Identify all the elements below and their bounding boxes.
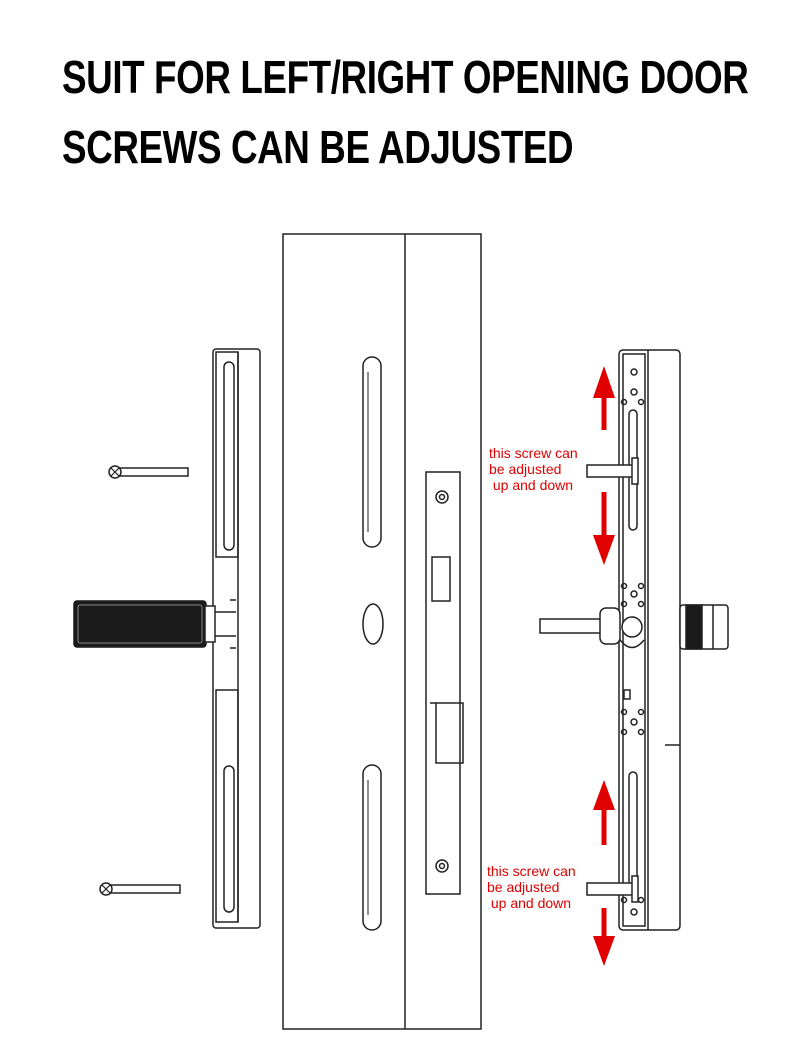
outer-handle-plate (73, 348, 261, 929)
annotation-lower-line3: up and down (487, 895, 571, 911)
door-panel (282, 233, 482, 1030)
screw-icon (99, 882, 181, 896)
outer-lever (73, 600, 207, 648)
annotation-upper: this screw can be adjusted up and down (489, 445, 578, 493)
door-slot-lower (362, 764, 382, 931)
door-slot-upper (362, 356, 382, 548)
cylinder-hole (362, 603, 384, 645)
annotation-upper-line1: this screw can (489, 445, 578, 461)
mortise-faceplate (425, 471, 461, 895)
screw-icon (108, 465, 189, 479)
headline-line-1: SUIT FOR LEFT/RIGHT OPENING DOOR (62, 51, 749, 103)
annotation-lower-line1: this screw can (487, 863, 576, 879)
faceplate-screw-bottom (435, 859, 449, 873)
faceplate-screw-top (435, 490, 449, 504)
annotation-lower-line2: be adjusted (487, 879, 559, 895)
annotation-upper-line2: be adjusted (489, 461, 561, 477)
latch-opening (431, 556, 451, 602)
deadbolt-opening (435, 702, 464, 764)
arrow-down-icon (593, 492, 615, 565)
arrow-up-icon (593, 366, 615, 430)
arrow-down-icon (593, 908, 615, 966)
arrow-up-icon (593, 780, 615, 845)
inner-handle-plate (539, 349, 729, 931)
adjustable-screw-upper (586, 457, 639, 485)
headline-line-2: SCREWS CAN BE ADJUSTED (62, 121, 574, 173)
adjustable-screw-lower (586, 875, 639, 903)
annotation-upper-line3: up and down (489, 477, 573, 493)
annotation-lower: this screw can be adjusted up and down (487, 863, 576, 911)
